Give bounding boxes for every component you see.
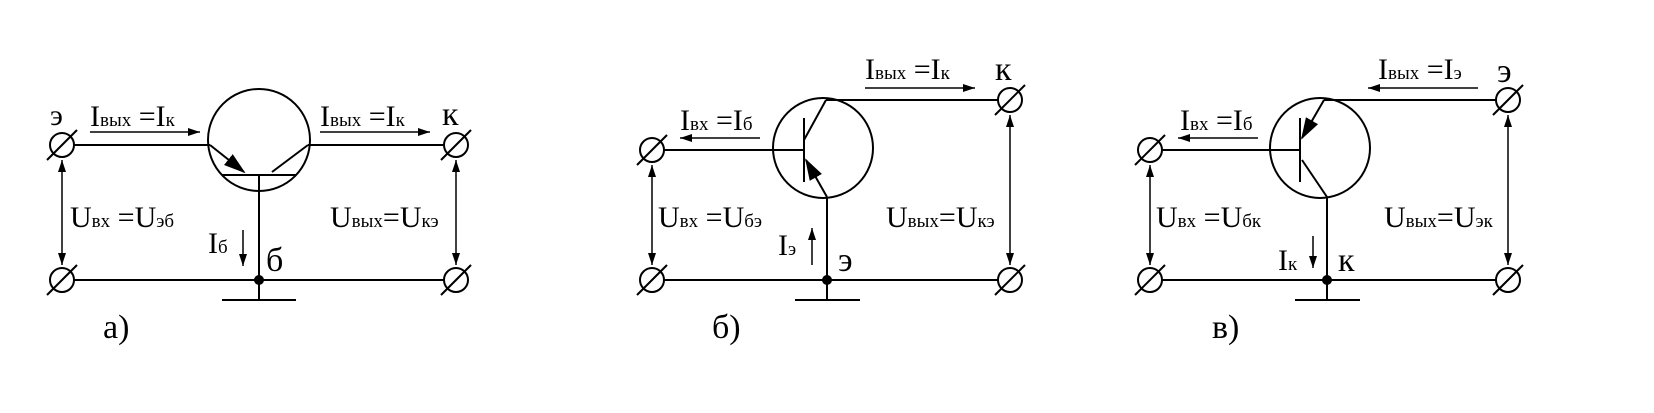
label-a-i-in: Iвых =Iк — [90, 100, 176, 133]
terminal-a-out-bottom — [440, 264, 472, 296]
node-c-common-label: к — [1338, 242, 1355, 279]
node-b-common-label: э — [838, 242, 853, 279]
label-b-u-out: Uвых=Uкэ — [886, 201, 995, 234]
terminal-b-in-bottom — [636, 264, 668, 296]
label-c-u-in: Uвх =Uбк — [1156, 201, 1262, 234]
caption-c: в) — [1212, 309, 1239, 346]
transistor-a — [207, 88, 311, 192]
junction-c — [1322, 275, 1332, 285]
transistor-c — [1269, 97, 1371, 199]
circuit-a-common-base: э к б Iвых =Iк Iвых =Iк Uвх =Uэб Uвых=Uк… — [46, 88, 472, 346]
node-c-out-label: э — [1497, 53, 1512, 90]
label-b-i-out: Iвых =Iк — [865, 53, 951, 86]
label-a-i-out: Iвых =Iк — [320, 100, 406, 133]
label-c-i-out: Iвых =Iэ — [1378, 53, 1462, 86]
transistor-b — [772, 97, 874, 199]
terminal-c-in-bottom — [1134, 264, 1166, 296]
caption-a: а) — [103, 309, 129, 346]
node-b-out-label: к — [995, 51, 1012, 88]
terminal-b-in-top — [636, 134, 668, 166]
junction-b — [822, 275, 832, 285]
label-c-u-out: Uвых=Uэк — [1384, 201, 1494, 234]
caption-b: б) — [712, 309, 741, 346]
node-a-common-label: б — [266, 242, 283, 279]
label-b-i-in: Iвх =Iб — [680, 104, 753, 137]
node-a-out-label: к — [442, 96, 459, 133]
label-a-u-in: Uвх =Uэб — [70, 201, 174, 234]
terminal-a-in-top — [46, 129, 78, 161]
label-b-u-in: Uвх =Uбэ — [658, 201, 762, 234]
terminal-b-out-top — [994, 84, 1026, 116]
label-a-i-common: Iб — [208, 227, 228, 260]
terminal-c-out-bottom — [1492, 264, 1524, 296]
circuit-b-common-emitter: к э Iвых =Iк Iвх =Iб Uвх =Uбэ Uвых=Uкэ I… — [636, 51, 1026, 346]
circuit-c-common-collector: э к Iвых =Iэ Iвх =Iб Uвх =Uбк Uвых=Uэк I… — [1134, 53, 1524, 346]
junction-a — [254, 275, 264, 285]
label-b-i-common: Iэ — [778, 229, 796, 262]
label-c-i-common: Iк — [1278, 244, 1298, 277]
terminal-b-out-bottom — [994, 264, 1026, 296]
label-c-i-in: Iвх =Iб — [1180, 104, 1253, 137]
node-a-in-label: э — [50, 99, 63, 132]
terminal-a-out-top — [440, 129, 472, 161]
terminal-a-in-bottom — [46, 264, 78, 296]
terminal-c-in-top — [1134, 134, 1166, 166]
label-a-u-out: Uвых=Uкэ — [330, 201, 439, 234]
